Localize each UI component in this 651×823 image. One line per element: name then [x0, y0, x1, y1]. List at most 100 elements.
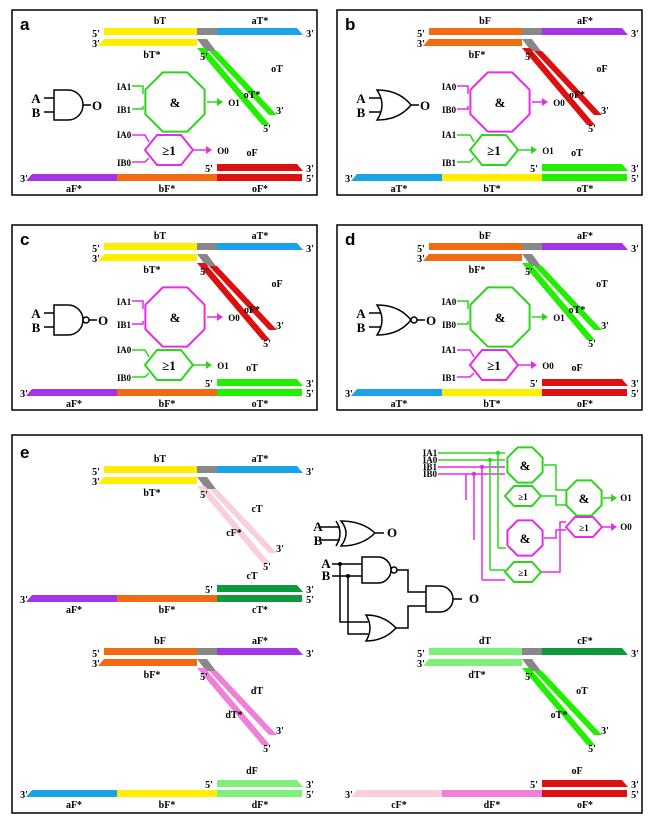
- gate-input-b-label: B: [32, 105, 41, 120]
- cascade-and-octagon-2: [506, 519, 544, 557]
- bottom-strand-left: [351, 389, 442, 396]
- circuit-output-label: O: [469, 591, 479, 606]
- and-gate-label: &: [170, 95, 181, 110]
- three-prime-label: 3': [345, 790, 353, 801]
- five-prime-label: 5': [417, 649, 425, 660]
- five-prime-label: 5': [263, 339, 271, 350]
- gate-output-label: O: [420, 98, 430, 113]
- five-prime-label: 5': [631, 174, 639, 185]
- bottom-strand-right: [217, 389, 302, 396]
- wire: [339, 564, 368, 623]
- top-complement-strand: [423, 254, 522, 261]
- bottom-top-domain-label: oF: [571, 363, 582, 374]
- gate-input-b-label: B: [357, 320, 366, 335]
- inversion-bubble: [390, 566, 398, 574]
- and-input-1-label: IA1: [117, 297, 132, 307]
- top-complement-strand: [98, 39, 197, 46]
- or-input-2-label: IB0: [117, 373, 132, 383]
- cascade-input-label: IA1: [423, 448, 438, 458]
- and-gate-octagon: [144, 286, 206, 348]
- and-input-2-label: IB1: [117, 105, 132, 115]
- diagonal-top-label: cT: [251, 504, 262, 515]
- five-prime-label: 5': [205, 585, 213, 596]
- top-strand-left: [429, 28, 522, 35]
- top-right-domain-label: aT*: [252, 16, 269, 27]
- top-complement-strand: [98, 659, 197, 666]
- bottom-middle-domain-label: bF*: [159, 399, 176, 410]
- cascade-and-octagon-1: [506, 446, 544, 484]
- cascade-gate-label: &: [520, 458, 531, 473]
- five-prime-label: 5': [306, 174, 314, 185]
- circuit-input-b-label: B: [322, 568, 331, 583]
- three-prime-label: 3': [92, 477, 100, 488]
- and-input-1-wire: [132, 300, 144, 309]
- top-strand-spacer: [197, 243, 217, 250]
- bottom-middle-domain-label: dF*: [484, 800, 501, 811]
- five-prime-label: 5': [92, 244, 100, 255]
- or-input-1-label: IA0: [117, 130, 132, 140]
- and-gate-body: [425, 585, 454, 613]
- cascade-input-label: IB0: [423, 469, 438, 479]
- top-complement-strand: [98, 254, 197, 261]
- top-left-domain-label: bF: [154, 636, 166, 647]
- three-prime-label: 3': [601, 321, 609, 332]
- three-prime-label: 3': [601, 726, 609, 737]
- cascade-wire: [541, 495, 566, 506]
- or-input-1-wire: [132, 349, 150, 358]
- five-prime-label: 5': [525, 267, 533, 278]
- top-right-domain-label: aF*: [252, 636, 268, 647]
- panel-letter: b: [345, 15, 355, 34]
- diagonal-strand-top: [209, 266, 277, 330]
- bottom-top-strand: [542, 164, 628, 171]
- three-prime-label: 3': [631, 649, 639, 660]
- cascade-input-label: IB1: [423, 462, 438, 472]
- and-input-1-label: IA0: [442, 82, 457, 92]
- bottom-strand-left: [26, 790, 117, 797]
- bottom-right-domain-label: oF*: [577, 800, 593, 811]
- top-lower-domain-label: bF*: [144, 670, 161, 681]
- three-prime-label: 3': [306, 780, 314, 791]
- and-output-arrow: [542, 313, 548, 321]
- top-strand-spacer: [197, 648, 217, 655]
- three-prime-label: 3': [345, 389, 353, 400]
- and-output-label: O0: [228, 313, 240, 323]
- and-input-2-wire: [132, 106, 144, 110]
- three-prime-label: 3': [306, 29, 314, 40]
- or-gate-label: ≥1: [487, 358, 501, 373]
- cascade-gate-label: ≥1: [518, 568, 528, 578]
- five-prime-label: 5': [306, 595, 314, 606]
- cascade-output-arrow: [611, 494, 617, 502]
- diagonal-top-label: oT: [271, 64, 283, 75]
- diagonal-bottom-label: cF*: [226, 528, 242, 539]
- top-right-domain-label: aF*: [577, 231, 593, 242]
- diagonal-strand-bottom: [522, 263, 595, 340]
- logic-gate-nor: [369, 304, 425, 336]
- diagonal-strand-bottom: [197, 668, 270, 745]
- panel-letter: a: [20, 15, 30, 34]
- top-lower-domain-label: bF*: [469, 50, 486, 61]
- gate-input-a-label: A: [31, 306, 41, 321]
- or-input-2-label: IB0: [117, 158, 132, 168]
- diagonal-spacer: [197, 39, 216, 51]
- three-prime-label: 3': [601, 106, 609, 117]
- cascade-output-arrow: [611, 523, 617, 531]
- diagonal-strand-bottom: [197, 48, 270, 125]
- diagonal-top-label: dT: [251, 686, 264, 697]
- top-right-domain-label: cF*: [577, 636, 593, 647]
- bottom-top-strand: [217, 379, 303, 386]
- bottom-strand-right: [217, 174, 302, 181]
- and-input-1-label: IA0: [442, 297, 457, 307]
- top-strand-right: [217, 243, 303, 250]
- inversion-bubble: [82, 316, 90, 324]
- bottom-strand-middle: [442, 174, 542, 181]
- bottom-strand-left: [26, 595, 117, 602]
- top-left-domain-label: bT: [154, 231, 167, 242]
- top-lower-domain-label: dT*: [468, 670, 485, 681]
- bottom-top-domain-label: oT: [246, 363, 258, 374]
- gate-input-a-label: A: [356, 91, 366, 106]
- top-complement-strand: [423, 39, 522, 46]
